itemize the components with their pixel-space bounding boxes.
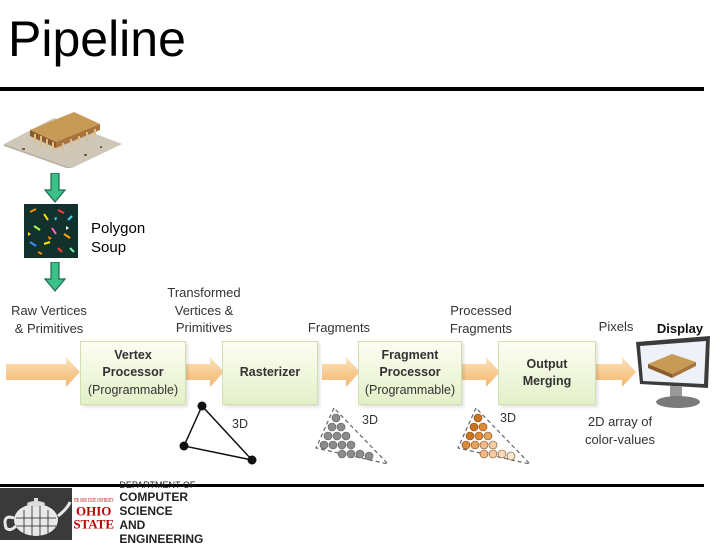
fragments-label: Fragments [307, 320, 371, 335]
fragment-3d-label-1: 3D [362, 413, 378, 427]
svg-text:STATE: STATE [73, 517, 114, 532]
pixels-label: Pixels [598, 319, 634, 334]
rasterizer-stage: Rasterizer [222, 341, 318, 405]
osu-logo-icon: THE OHIO STATE UNIVERSITY OHIO STATE [72, 493, 116, 535]
teapot-icon [0, 488, 72, 540]
transformed-vertices-label: Transformed Vertices & Primitives [167, 285, 241, 336]
polygon-soup-label: Polygon Soup [91, 220, 146, 256]
processed-fragments-label: Processed Fragments [449, 303, 513, 336]
arrow-right-icon [460, 357, 500, 387]
svg-text:THE OHIO STATE UNIVERSITY: THE OHIO STATE UNIVERSITY [74, 498, 114, 504]
arrow-down-icon [44, 173, 66, 203]
osu-cse-logo: THE OHIO STATE UNIVERSITY OHIO STATE DEP… [72, 481, 228, 546]
arrow-down-icon [44, 262, 66, 292]
arrow-right-icon [596, 357, 636, 387]
fragment-gray-diagram [315, 406, 390, 466]
footer-divider [0, 484, 704, 487]
display-label: Display [656, 321, 704, 336]
raw-vertices-label: Raw Vertices & Primitives [11, 303, 87, 336]
pipeline-arrows [6, 357, 636, 387]
arrow-right-icon [322, 357, 360, 387]
svg-text:OHIO: OHIO [76, 504, 111, 519]
title-divider [0, 87, 704, 91]
department-name: DEPARTMENT OF COMPUTER SCIENCE AND ENGIN… [119, 480, 204, 546]
arrow-right-icon [6, 357, 80, 387]
temple-model-image [4, 112, 122, 168]
display-monitor-icon [636, 336, 710, 408]
fragment-processor-stage: Fragment Processor (Programmable) [358, 341, 462, 405]
page-title: Pipeline [8, 11, 186, 67]
arrow-right-icon [186, 357, 224, 387]
output-merging-stage: Output Merging [498, 341, 596, 405]
vertex-triangle-diagram [179, 401, 257, 465]
vertex-processor-stage: Vertex Processor (Programmable) [80, 341, 186, 405]
polygon-soup-image [24, 204, 78, 258]
vertex-3d-label: 3D [232, 417, 248, 431]
fragment-colored-diagram [457, 406, 532, 466]
color-array-label: 2D array of color-values [584, 414, 656, 447]
fragment-3d-label-2: 3D [500, 411, 516, 425]
